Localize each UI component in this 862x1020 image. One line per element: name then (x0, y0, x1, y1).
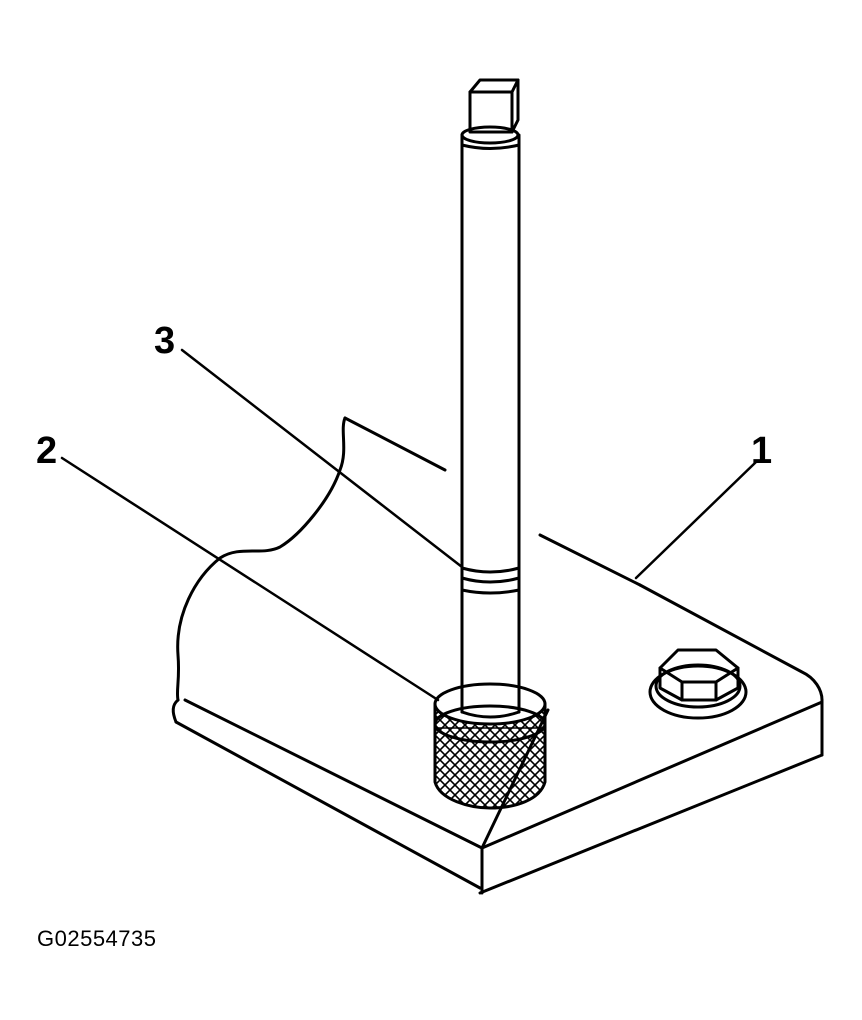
callout-1: 1 (751, 430, 773, 472)
callout-3: 3 (154, 320, 176, 362)
engine-block (171, 416, 642, 724)
knurled-collar (433, 682, 547, 810)
callout-2: 2 (36, 430, 58, 472)
leader-line-1 (634, 460, 758, 580)
groove-mark (460, 566, 521, 584)
base-plate (174, 583, 824, 895)
leader-line-2 (60, 456, 440, 702)
square-drive (468, 78, 520, 134)
shaft (460, 125, 521, 719)
bolt (648, 648, 748, 720)
leader-lines (60, 348, 758, 702)
figure-id: G02554735 (37, 926, 157, 951)
leader-line-3 (180, 348, 464, 569)
